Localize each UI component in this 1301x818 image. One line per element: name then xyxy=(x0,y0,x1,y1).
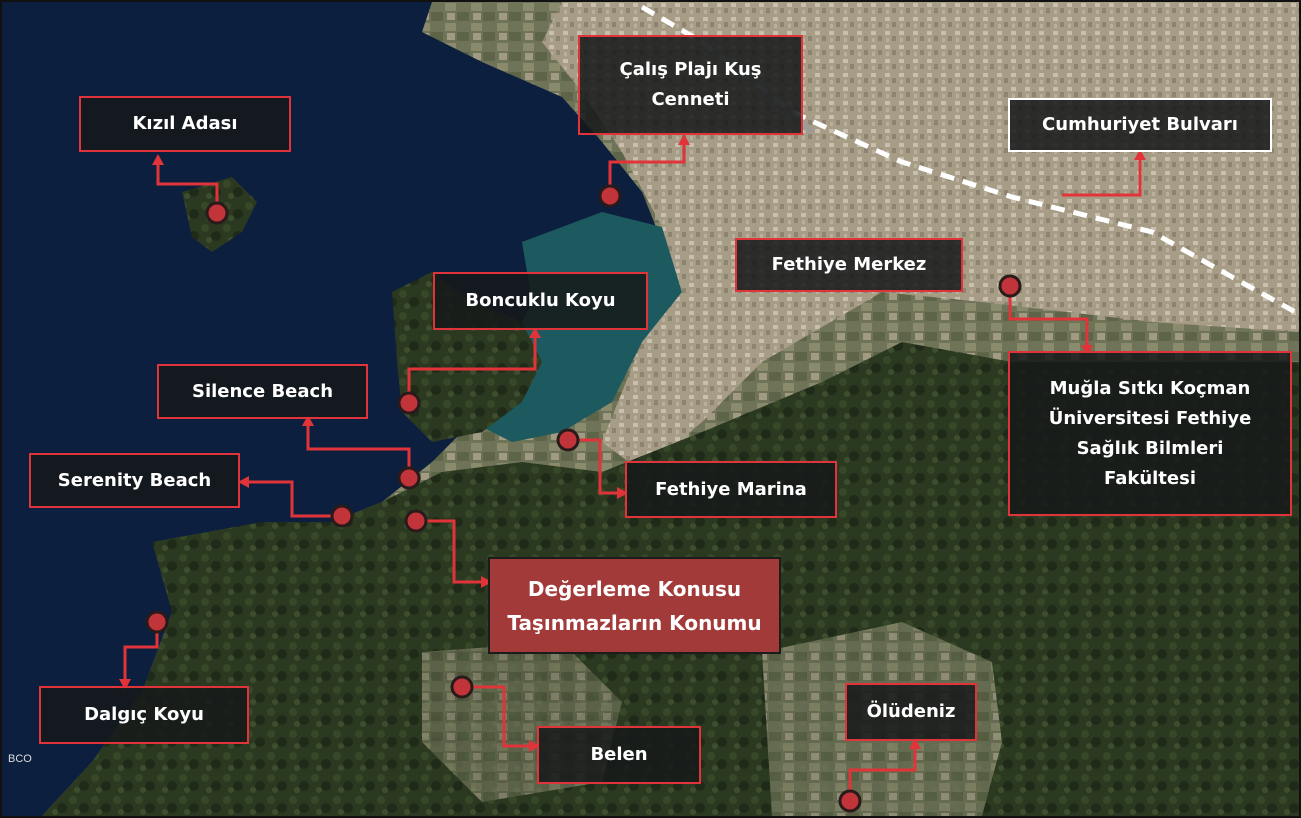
label-text: Taşınmazların Konumu xyxy=(507,610,762,635)
label-text: Üniversitesi Fethiye xyxy=(1048,407,1252,429)
arrowheads xyxy=(119,134,1146,752)
connector-lines xyxy=(123,142,1142,801)
connector-oludeniz xyxy=(848,746,917,801)
marker-boncuklu xyxy=(397,391,421,415)
label-subject-property[interactable]: Değerleme Konusu Taşınmazların Konumu xyxy=(488,557,781,654)
label-text: Boncuklu Koyu xyxy=(465,290,616,311)
label-dalgic-koyu[interactable]: Dalgıç Koyu xyxy=(39,686,249,744)
label-oludeniz[interactable]: Ölüdeniz xyxy=(845,683,977,741)
marker-kizil xyxy=(205,201,229,225)
connector-calis xyxy=(608,142,686,196)
marker-dalgic xyxy=(145,610,169,634)
label-text: Fethiye Marina xyxy=(655,478,807,500)
label-text: Cenneti xyxy=(651,89,730,110)
label-text: Fethiye Merkez xyxy=(771,254,927,275)
label-text: Fakültesi xyxy=(1103,467,1197,489)
marker-subject xyxy=(404,509,428,533)
connector-silence xyxy=(306,423,411,478)
connector-kizil xyxy=(156,162,219,213)
label-cumhuriyet-bulvari[interactable]: Cumhuriyet Bulvarı xyxy=(1008,98,1272,152)
connector-serenity xyxy=(246,480,342,518)
connector-boncuklu xyxy=(407,335,537,403)
label-text: Değerleme Konusu xyxy=(527,576,742,601)
marker-belen xyxy=(450,675,474,699)
label-mugla-universitesi[interactable]: Muğla Sıtkı Koçman Üniversitesi Fethiye … xyxy=(1008,351,1292,516)
label-silence-beach[interactable]: Silence Beach xyxy=(157,364,368,419)
label-text: Dalgıç Koyu xyxy=(84,704,204,725)
label-text: Silence Beach xyxy=(191,380,334,402)
location-markers xyxy=(145,184,1022,813)
marker-oludeniz xyxy=(838,789,862,813)
connector-cumhuriyet xyxy=(1062,157,1142,197)
label-text: Cumhuriyet Bulvarı xyxy=(1042,114,1238,135)
marker-silence xyxy=(397,466,421,490)
connector-mugla xyxy=(1008,286,1089,348)
marker-serenity xyxy=(330,504,354,528)
label-text: Belen xyxy=(590,744,648,765)
peninsula xyxy=(392,272,542,442)
label-text: Sağlık Bilmleri xyxy=(1076,437,1224,459)
label-fethiye-merkez[interactable]: Fethiye Merkez xyxy=(735,238,963,292)
marker-calis xyxy=(598,184,622,208)
marker-marina xyxy=(556,428,580,452)
connector-subject xyxy=(416,519,484,584)
label-boncuklu-koyu[interactable]: Boncuklu Koyu xyxy=(433,272,648,330)
connector-dalgic xyxy=(123,622,159,682)
connector-marina xyxy=(568,438,620,495)
label-text: Kızıl Adası xyxy=(132,113,238,134)
label-kizil-adasi[interactable]: Kızıl Adası xyxy=(79,96,291,152)
label-text: Ölüdeniz xyxy=(866,701,956,722)
label-text: Serenity Beach xyxy=(57,469,212,491)
label-text: Muğla Sıtkı Koçman xyxy=(1049,377,1251,399)
connector-belen xyxy=(462,685,532,748)
map-credit: BCO xyxy=(8,753,32,765)
label-text: Çalış Plajı Kuş xyxy=(619,59,762,80)
label-fethiye-marina[interactable]: Fethiye Marina xyxy=(625,461,837,518)
marker-mugla xyxy=(998,274,1022,298)
label-calis-plaji[interactable]: Çalış Plajı Kuş Cenneti xyxy=(578,35,803,135)
label-serenity-beach[interactable]: Serenity Beach xyxy=(29,453,240,508)
label-belen[interactable]: Belen xyxy=(537,726,701,784)
